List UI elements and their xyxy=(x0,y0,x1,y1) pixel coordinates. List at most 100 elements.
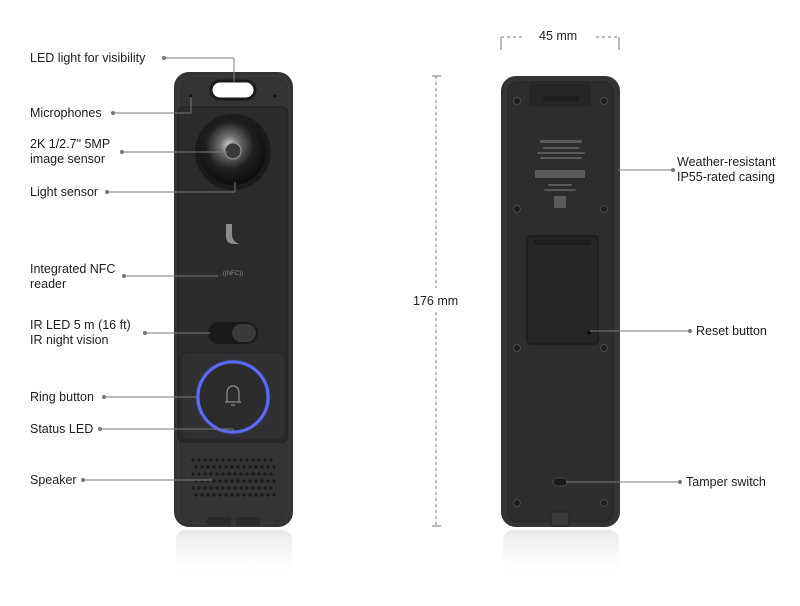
speaker-hole xyxy=(206,465,210,469)
speaker-hole xyxy=(257,486,261,490)
speaker-hole xyxy=(233,472,237,476)
speaker-hole xyxy=(191,458,195,462)
speaker-hole xyxy=(260,465,264,469)
speaker-hole xyxy=(227,458,231,462)
nfc-icon: ((NFC)) xyxy=(223,271,243,277)
speaker-hole xyxy=(245,458,249,462)
speaker-hole xyxy=(233,486,237,490)
speaker-hole xyxy=(239,472,243,476)
speaker-hole xyxy=(236,479,240,483)
speaker-hole xyxy=(221,486,225,490)
dimension-lines xyxy=(432,36,620,527)
speaker-hole xyxy=(209,472,213,476)
speaker-hole xyxy=(212,493,216,497)
speaker-hole xyxy=(248,479,252,483)
label-led-light: LED light for visibility xyxy=(30,51,146,65)
speaker-hole xyxy=(194,465,198,469)
compliance-label xyxy=(535,140,585,208)
speaker-hole xyxy=(221,458,225,462)
brand-logo-icon xyxy=(226,224,240,244)
speaker-hole xyxy=(251,458,255,462)
speaker-hole xyxy=(203,472,207,476)
speaker-hole xyxy=(239,458,243,462)
speaker-hole xyxy=(266,493,270,497)
microphone-left xyxy=(189,94,193,98)
speaker-hole xyxy=(191,486,195,490)
speaker-hole xyxy=(215,458,219,462)
microphone-right xyxy=(273,94,277,98)
speaker-hole xyxy=(242,465,246,469)
light-sensor xyxy=(233,179,237,183)
speaker-hole xyxy=(269,486,273,490)
speaker-hole xyxy=(197,486,201,490)
speaker-hole xyxy=(245,486,249,490)
speaker-hole xyxy=(197,458,201,462)
speaker-hole xyxy=(218,493,222,497)
front-doorbell: ((NFC)) xyxy=(174,72,293,580)
ring-button xyxy=(196,360,270,434)
speaker-hole xyxy=(242,479,246,483)
speaker-hole xyxy=(230,479,234,483)
speaker-hole xyxy=(224,479,228,483)
speaker-hole xyxy=(203,458,207,462)
speaker-hole xyxy=(194,493,198,497)
speaker-hole xyxy=(206,493,210,497)
speaker-hole xyxy=(272,465,276,469)
dimension-width: 45 mm xyxy=(539,29,578,43)
speaker-hole xyxy=(230,465,234,469)
speaker-hole xyxy=(239,486,243,490)
speaker-hole xyxy=(260,493,264,497)
speaker-hole xyxy=(266,479,270,483)
led-light xyxy=(209,79,257,101)
speaker-hole xyxy=(236,465,240,469)
speaker-hole xyxy=(242,493,246,497)
label-image-sensor: 2K 1/2.7" 5MP image sensor xyxy=(30,137,111,166)
speaker-hole xyxy=(218,465,222,469)
speaker-hole xyxy=(203,486,207,490)
label-ir-led: IR LED 5 m (16 ft) IR night vision xyxy=(30,318,131,347)
speaker-hole xyxy=(236,493,240,497)
speaker-grille xyxy=(191,458,276,497)
tamper-switch xyxy=(552,477,568,487)
speaker-hole xyxy=(272,493,276,497)
label-status-led: Status LED xyxy=(30,422,94,436)
speaker-hole xyxy=(269,472,273,476)
label-reset-button: Reset button xyxy=(696,324,767,338)
label-nfc: Integrated NFC reader xyxy=(30,262,116,291)
speaker-hole xyxy=(200,493,204,497)
label-weather-resistant: Weather-resistant IP55-rated casing xyxy=(677,155,776,184)
label-microphones: Microphones xyxy=(30,106,102,120)
speaker-hole xyxy=(248,465,252,469)
mount-cavity xyxy=(526,235,599,345)
speaker-hole xyxy=(224,465,228,469)
speaker-hole xyxy=(263,458,267,462)
speaker-hole xyxy=(215,472,219,476)
speaker-hole xyxy=(224,493,228,497)
speaker-hole xyxy=(212,479,216,483)
speaker-hole xyxy=(263,486,267,490)
label-ring-button: Ring button xyxy=(30,390,94,404)
speaker-hole xyxy=(260,479,264,483)
dimension-height: 176 mm xyxy=(413,294,459,308)
back-doorbell xyxy=(501,76,620,580)
speaker-hole xyxy=(209,486,213,490)
label-speaker: Speaker xyxy=(30,473,77,487)
label-tamper-switch: Tamper switch xyxy=(686,475,766,489)
mount-screws xyxy=(513,97,608,507)
speaker-hole xyxy=(257,458,261,462)
speaker-hole xyxy=(233,458,237,462)
speaker-hole xyxy=(263,472,267,476)
back-reflection xyxy=(503,530,619,580)
speaker-hole xyxy=(254,465,258,469)
speaker-hole xyxy=(269,458,273,462)
speaker-hole xyxy=(257,472,261,476)
speaker-hole xyxy=(254,493,258,497)
speaker-hole xyxy=(251,472,255,476)
front-reflection xyxy=(176,530,292,580)
speaker-hole xyxy=(215,486,219,490)
speaker-hole xyxy=(266,465,270,469)
speaker-hole xyxy=(251,486,255,490)
speaker-hole xyxy=(209,458,213,462)
reset-button xyxy=(586,330,592,336)
